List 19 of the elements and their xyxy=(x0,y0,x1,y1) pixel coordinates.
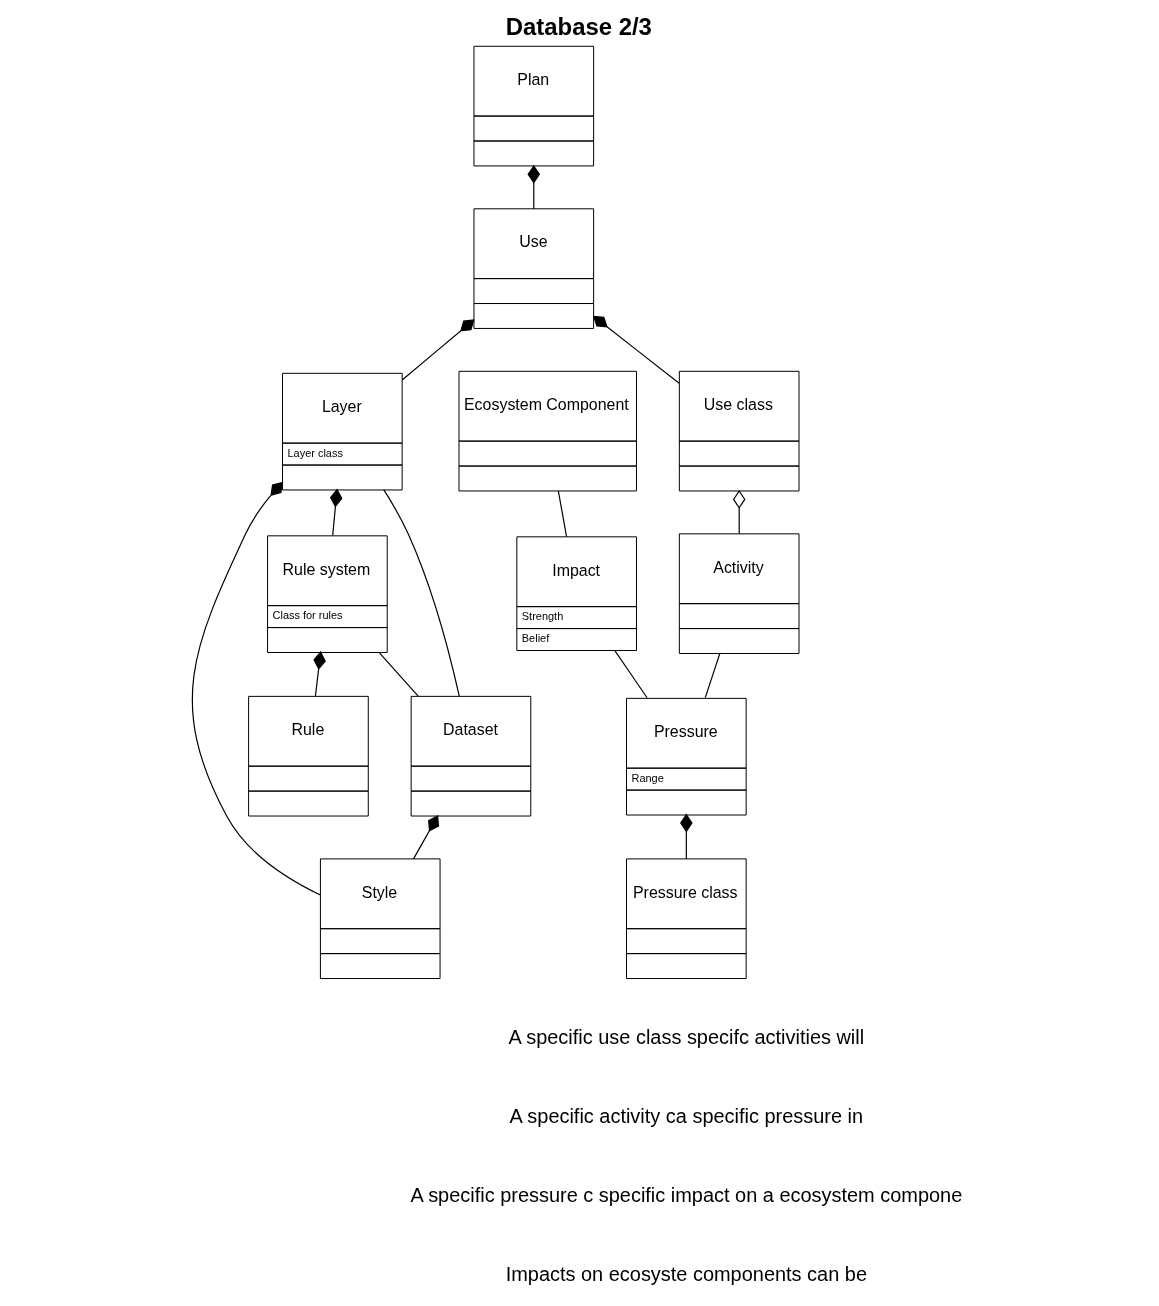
label: A specific activity ca specific pressure in xyxy=(509,1105,863,1128)
label: Impacts on ecosyste components can be xyxy=(505,1262,867,1285)
connector xyxy=(329,488,342,536)
connector xyxy=(382,489,460,697)
connector xyxy=(401,319,475,381)
connector xyxy=(592,315,680,384)
label: A specific pressure c specific impact on a ecosystem compone xyxy=(409,1183,962,1206)
connector xyxy=(312,651,326,697)
connector xyxy=(526,164,540,210)
connector xyxy=(704,652,720,699)
connector xyxy=(191,481,321,896)
connector xyxy=(613,650,648,699)
label: A specific use class specifc activities will xyxy=(507,1026,864,1049)
connector xyxy=(557,490,567,538)
connector xyxy=(679,813,693,860)
diagram-title: Database 2/3 xyxy=(505,12,652,40)
connector xyxy=(732,489,745,535)
connector xyxy=(412,815,439,860)
connector xyxy=(377,651,419,697)
